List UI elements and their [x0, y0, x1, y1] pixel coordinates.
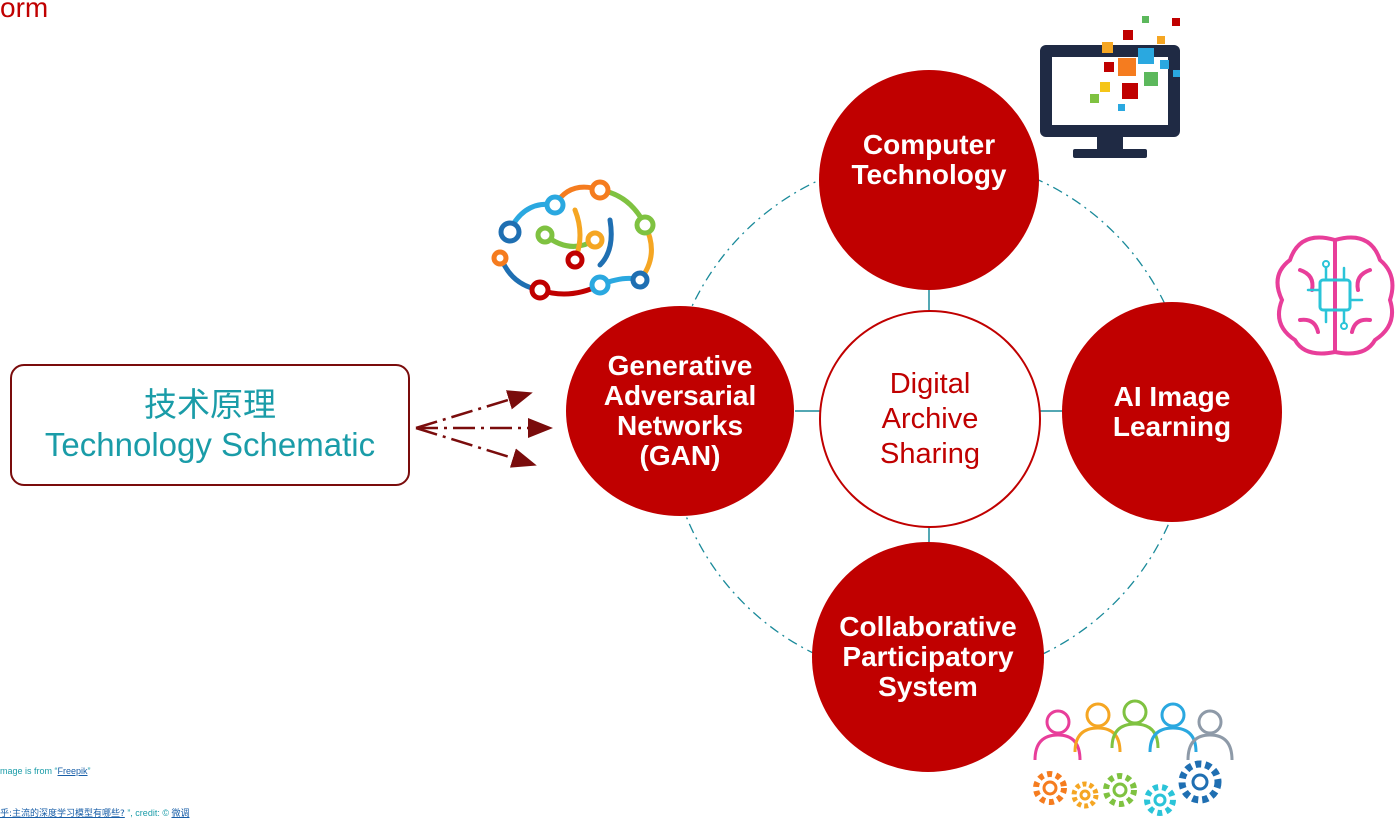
- arrow-lower: [415, 426, 537, 468]
- node-ai-image-learning: AI Image Learning: [1062, 302, 1282, 522]
- center-node-label: Digital Archive Sharing: [880, 367, 980, 470]
- node-digital-archive-sharing: Digital Archive Sharing: [819, 310, 1041, 528]
- node-gan: Generative Adversarial Networks (GAN): [566, 306, 794, 516]
- team-gears-icon: [1033, 699, 1234, 816]
- brain-chip-icon: [1275, 235, 1395, 356]
- slide-title-fragment: orm: [0, 0, 49, 23]
- freepik-link[interactable]: Freepik: [57, 766, 88, 776]
- schematic-label-zh: 技术原理: [144, 385, 276, 424]
- monitor-pixels-icon: [1040, 16, 1180, 158]
- node-gan-label: Generative Adversarial Networks (GAN): [603, 350, 757, 471]
- zhihu-article-link[interactable]: 乎:主流的深度学习模型有哪些?: [0, 809, 125, 819]
- image-credit-zhihu: 乎:主流的深度学习模型有哪些? ”, credit: © 微调: [0, 808, 190, 819]
- node-collaborative-participatory-system: Collaborative Participatory System: [812, 542, 1044, 772]
- schematic-label-en: Technology Schematic: [44, 426, 376, 463]
- neural-network-icon: [491, 179, 656, 301]
- technology-schematic-box: 技术原理 Technology Schematic: [10, 364, 410, 486]
- node-computer-technology-label: Computer Technology: [851, 129, 1007, 190]
- node-collaborative-label: Collaborative Participatory System: [839, 611, 1017, 702]
- arrow-upper: [415, 390, 533, 430]
- image-credit-freepik: mage is from “Freepik”: [0, 766, 91, 776]
- node-computer-technology: Computer Technology: [819, 70, 1039, 290]
- node-ai-image-learning-label: AI Image Learning: [1112, 381, 1232, 442]
- arrow-fan: [415, 390, 553, 468]
- author-link[interactable]: 微调: [171, 809, 190, 819]
